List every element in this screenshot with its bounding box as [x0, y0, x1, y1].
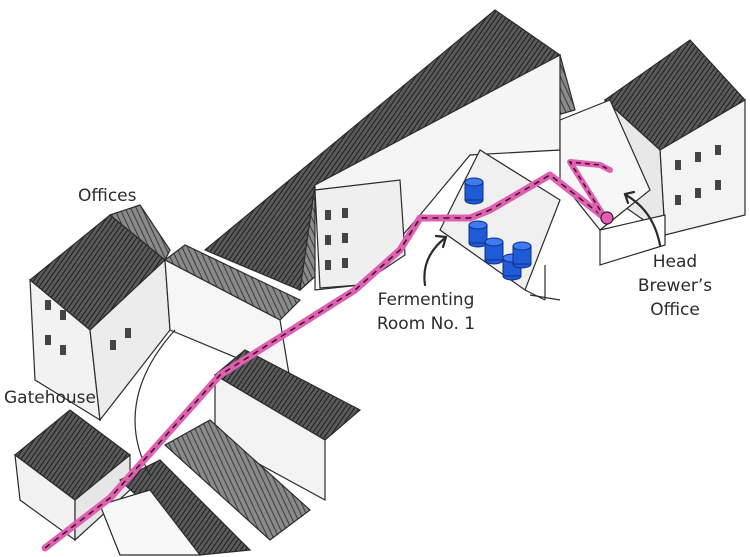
tall-block-windows: [325, 208, 348, 270]
label-head-brewers-office: Head Brewer’s Office: [630, 250, 720, 322]
offices-windows: [45, 300, 131, 355]
parapet-wall: [599, 214, 666, 266]
label-head-line3: Office: [650, 300, 700, 320]
offices-roof-right: [108, 204, 171, 261]
route: [41, 159, 614, 552]
label-fermenting-room: Fermenting Room No. 1: [368, 288, 484, 336]
south-shed: [99, 489, 202, 556]
office-block-windows: [675, 145, 721, 205]
route-line-dash: [44, 174, 606, 549]
vat-5: [512, 241, 532, 269]
label-head-line2: Brewer’s: [637, 276, 713, 296]
label-head-line1: Head: [652, 252, 698, 272]
callout-arrows: [423, 190, 662, 287]
label-gatehouse: Gatehouse: [4, 388, 96, 408]
label-fermenting-line1: Fermenting: [377, 290, 475, 310]
fermenting-arrow: [423, 236, 447, 287]
head-office-arrow: [624, 193, 662, 247]
route-spur-dash: [568, 161, 611, 219]
lower-block-wall: [214, 373, 326, 502]
vat-2: [468, 220, 488, 248]
fermenting-vats: [464, 177, 532, 281]
south-range-roof: [163, 419, 311, 541]
tall-block-front: [314, 179, 406, 289]
head-office-arrow-head: [623, 190, 636, 205]
label-fermenting-line2: Room No. 1: [376, 314, 476, 334]
label-offices: Offices: [78, 186, 137, 206]
vat-1: [464, 177, 484, 205]
vat-3: [484, 237, 504, 265]
fermenting-arrow-head: [434, 234, 448, 249]
route-end-marker: [600, 211, 614, 225]
